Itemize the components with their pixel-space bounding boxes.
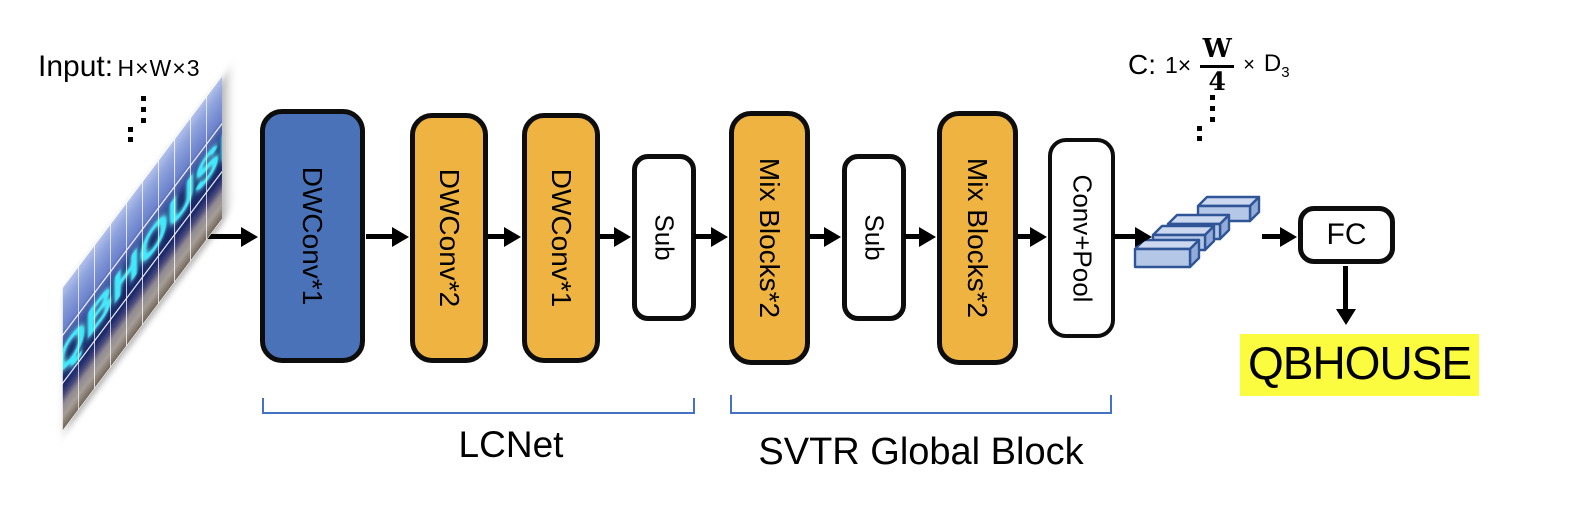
- fraction-numerator: W: [1202, 34, 1232, 64]
- flow-arrow: [1262, 226, 1297, 247]
- block-dwconv1-stage2: DWConv*1: [522, 113, 600, 363]
- formula-times: ×: [1243, 53, 1255, 76]
- flow-arrow: [600, 226, 631, 247]
- block-dwconv1-stage1: DWConv*1: [260, 109, 365, 363]
- input-label-text: Input:: [38, 50, 114, 83]
- block-label: Mix Blocks*2: [754, 157, 786, 319]
- flow-arrow: [1018, 226, 1047, 247]
- output-text: QBHOUSE: [1240, 334, 1480, 396]
- formula-one-times: 1×: [1165, 51, 1192, 78]
- block-label: DWConv*1: [297, 166, 329, 306]
- block-label: DWConv*2: [434, 168, 466, 308]
- feature-maps-icon: [1133, 195, 1261, 269]
- input-dims-text: H×W×3: [117, 55, 201, 81]
- d-subscript: 3: [1281, 63, 1290, 81]
- block-label: Mix Blocks*2: [962, 157, 994, 319]
- flow-arrow: [1113, 226, 1152, 247]
- d-symbol: D: [1263, 49, 1282, 77]
- lcnet-brace: [262, 398, 695, 414]
- formula-prefix: C:: [1128, 49, 1156, 80]
- flow-arrow: [185, 226, 258, 247]
- fraction-bar: [1200, 65, 1235, 68]
- block-sub-2: Sub: [842, 154, 906, 321]
- block-dwconv2: DWConv*2: [410, 113, 488, 363]
- block-conv-pool: Conv+Pool: [1048, 138, 1115, 338]
- flow-arrow: [488, 226, 521, 247]
- block-label: Sub: [859, 214, 890, 261]
- input-label: Input: H×W×3: [38, 50, 201, 84]
- flow-arrow: [366, 226, 409, 247]
- feature-dims-formula: C: 1× W 4 × D3: [1128, 36, 1290, 94]
- block-mix-blocks-1: Mix Blocks*2: [729, 111, 810, 365]
- input-image: QBHOUSE: [62, 74, 222, 433]
- flow-arrow: [904, 226, 936, 247]
- fc-label: FC: [1326, 218, 1367, 251]
- group-label-svtr: SVTR Global Block: [758, 431, 1084, 473]
- flow-arrow: [810, 226, 841, 247]
- group-label-lcnet: LCNet: [458, 424, 564, 465]
- formula-fraction: W 4: [1200, 34, 1235, 96]
- block-sub-1: Sub: [632, 154, 696, 321]
- block-label: Sub: [649, 214, 680, 261]
- block-label: Conv+Pool: [1067, 174, 1098, 302]
- fraction-denominator: 4: [1208, 67, 1226, 96]
- fc-output-arrow: [1335, 266, 1356, 325]
- patch-grid-overlay: [62, 74, 222, 433]
- block-label: DWConv*1: [546, 168, 578, 308]
- svtr-brace: [730, 395, 1112, 414]
- formula-d-term: D3: [1264, 50, 1290, 81]
- fc-block: FC: [1298, 206, 1395, 264]
- flow-arrow: [694, 226, 728, 247]
- block-mix-blocks-2: Mix Blocks*2: [937, 111, 1018, 365]
